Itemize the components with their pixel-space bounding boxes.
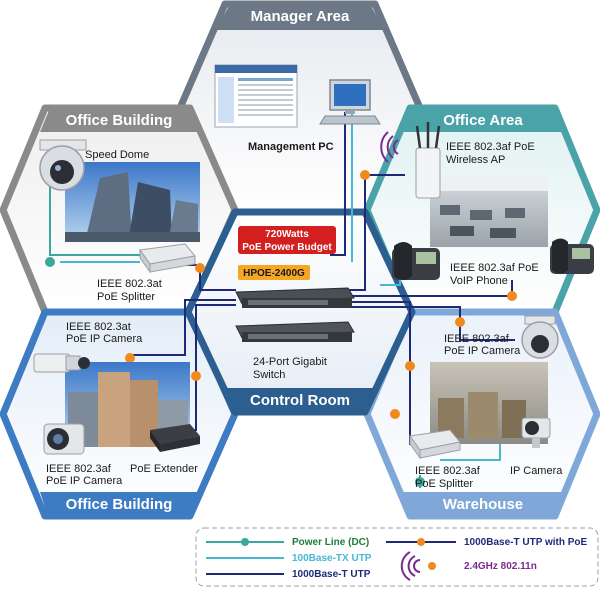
ipcam-af-bl-label-1: IEEE 802.3af	[46, 463, 112, 475]
legend-wifi: 2.4GHz 802.11n	[400, 551, 537, 581]
poe-marker-icon	[405, 361, 415, 371]
control-room-area: Control Room	[184, 208, 416, 416]
splitter-wh-label-1: IEEE 802.3af	[415, 465, 481, 477]
legend-gig-poe-label: 1000Base-T UTP with PoE	[464, 537, 588, 548]
box-camera-icon	[43, 423, 85, 455]
poe-splitter-icon	[139, 243, 196, 274]
office-area-title: Office Area	[443, 112, 523, 129]
model-label: HPOE-2400G	[243, 268, 305, 279]
wireless-ap-label-1: IEEE 802.3af PoE	[446, 141, 535, 153]
wireless-ap-label-2: Wireless AP	[446, 154, 505, 166]
ipcam-at-label-1: IEEE 802.3at	[66, 321, 131, 333]
voip-label-1: IEEE 802.3af PoE	[450, 262, 539, 274]
legend-gig-utp-label: 1000Base-T UTP	[292, 569, 371, 580]
management-screenshot	[214, 64, 298, 128]
voip-phone-icon	[392, 242, 440, 280]
legend-gig-poe: 1000Base-T UTP with PoE	[386, 537, 588, 548]
ip-camera-icon	[33, 353, 90, 373]
power-budget-label-1: 720Watts	[265, 229, 309, 240]
poe-marker-icon	[191, 371, 201, 381]
dc-marker-icon	[415, 477, 425, 487]
ip-camera-label: IP Camera	[510, 465, 563, 477]
voip-phone-icon	[550, 238, 594, 274]
power-budget-label-2: PoE Power Budget	[242, 242, 332, 253]
ipcam-at-label-2: PoE IP Camera	[66, 333, 143, 345]
management-pc-label: Management PC	[248, 141, 334, 153]
voip-label-2: VoIP Phone	[450, 275, 508, 287]
legend-fast-utp-label: 100Base-TX UTP	[292, 553, 372, 564]
model-badge: HPOE-2400G	[238, 265, 310, 280]
switch-label-1: 24-Port Gigabit	[253, 356, 327, 368]
splitter-top-label-1: IEEE 802.3at	[97, 278, 162, 290]
dome-camera-icon	[521, 315, 559, 359]
poe-marker-icon	[507, 291, 517, 301]
legend-power-line-label: Power Line (DC)	[292, 537, 369, 548]
management-pc-icon	[319, 79, 381, 125]
legend-power-line: Power Line (DC)	[206, 537, 369, 548]
legend-gig-utp: 1000Base-T UTP	[206, 569, 371, 580]
ipcam-af-wh-label-1: IEEE 802.3af	[444, 333, 510, 345]
switch-label-2: Switch	[253, 369, 285, 381]
poe-marker-icon	[125, 353, 135, 363]
poe-marker-icon	[195, 263, 205, 273]
ip-camera-icon	[521, 417, 551, 448]
warehouse-title: Warehouse	[443, 496, 523, 513]
splitter-wh-label-2: PoE Splitter	[415, 478, 473, 490]
building-photo	[65, 162, 200, 242]
office-building-bottom-title: Office Building	[66, 496, 173, 513]
dc-marker-icon	[45, 257, 55, 267]
control-room-title: Control Room	[250, 392, 350, 409]
legend-fast-utp: 100Base-TX UTP	[206, 553, 372, 564]
legend-wifi-label: 2.4GHz 802.11n	[464, 561, 537, 572]
power-budget-badge: 720Watts PoE Power Budget	[238, 226, 336, 254]
poe-switch-icon	[235, 287, 355, 308]
poe-marker-icon	[360, 170, 370, 180]
office-building-top-title: Office Building	[66, 112, 173, 129]
office-photo	[430, 175, 548, 247]
gigabit-switch-icon	[235, 321, 355, 342]
manager-area-title: Manager Area	[251, 8, 350, 25]
poe-splitter-icon	[409, 429, 461, 460]
splitter-top-label-2: PoE Splitter	[97, 291, 155, 303]
speed-dome-label: Speed Dome	[85, 149, 149, 161]
wifi-signal-icon	[380, 131, 399, 163]
poe-marker-icon	[455, 317, 465, 327]
wireless-ap-icon	[415, 122, 441, 199]
ipcam-af-bl-label-2: PoE IP Camera	[46, 475, 123, 487]
ipcam-af-wh-label-2: PoE IP Camera	[444, 345, 521, 357]
poe-extender-icon	[150, 424, 200, 452]
legend: Power Line (DC) 100Base-TX UTP 1000Base-…	[195, 527, 599, 587]
poe-markers	[45, 170, 517, 487]
poe-marker-icon	[390, 409, 400, 419]
wifi-signal-icon	[400, 551, 421, 581]
poe-extender-label: PoE Extender	[130, 463, 198, 475]
speed-dome-camera-icon	[39, 139, 87, 191]
